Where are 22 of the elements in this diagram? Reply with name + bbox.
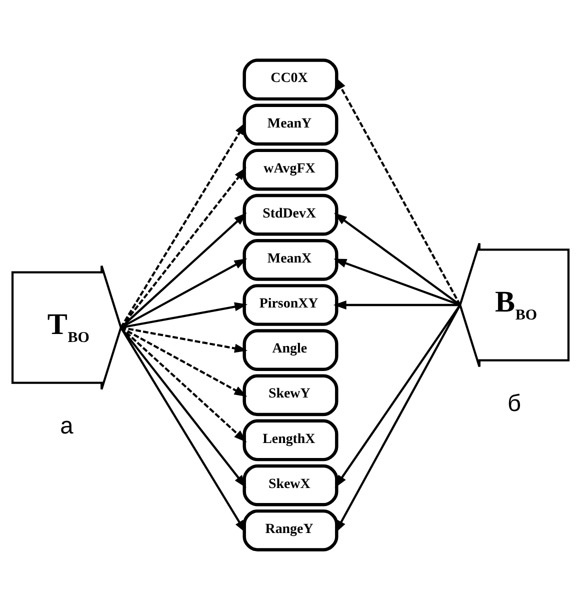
arrow [334,304,461,488]
arrow [335,304,462,533]
node-box: StdDevX [242,193,338,236]
node-box: CC0X [242,58,338,100]
node-box: wAvgFX [242,148,338,190]
node-box: PirsonXY [242,284,338,326]
arrow [333,300,460,310]
node-box: SkewY [242,374,338,416]
node-box: RangeY [242,508,338,551]
node-box: SkewX [242,464,338,506]
node-box: MeanX [242,238,338,280]
arrow [120,121,246,328]
label: б [508,390,522,416]
label: а [60,412,74,439]
arrow [334,212,461,306]
arrow [120,166,246,328]
arrow [120,326,246,533]
node-box: Angle [242,328,338,370]
arrow [335,76,462,306]
node-box: LengthX [242,418,338,461]
arrow [334,258,460,306]
node-box: MeanY [242,103,338,146]
